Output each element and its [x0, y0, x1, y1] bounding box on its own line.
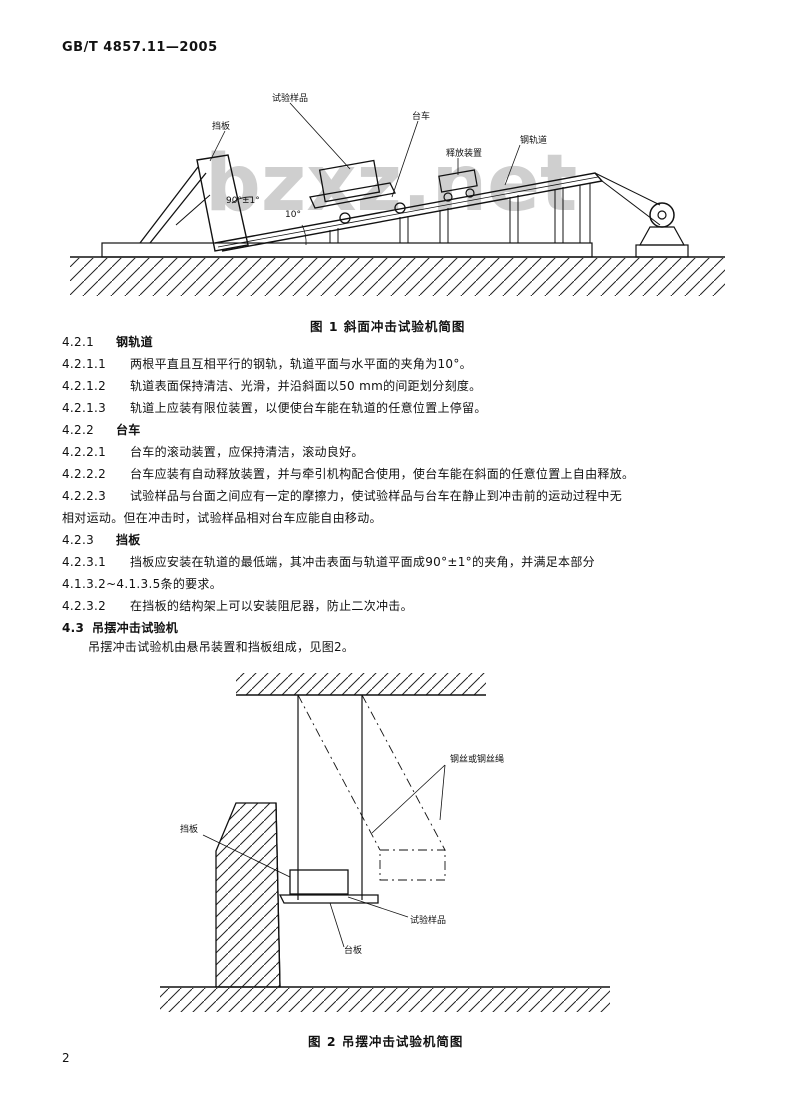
label-cords: 钢丝或钢丝绳: [450, 753, 504, 765]
figure1-incline-impact-diagram: bzxz.net 90°±1° 10° 试验: [70, 92, 725, 296]
clause-continuation: 4.1.3.2~4.1.3.5条的要求。: [62, 577, 223, 591]
angle-label-90: 90°±1°: [226, 196, 260, 206]
label-platform: 台板: [344, 944, 362, 956]
standard-number: GB/T 4857.11—2005: [62, 40, 218, 55]
paragraph: 吊摆冲击试验机由悬吊装置和挡板组成，见图2。: [88, 640, 355, 654]
figure2-caption: 图 2 吊摆冲击试验机简图: [308, 1034, 464, 1049]
clause-continuation: 相对运动。但在冲击时，试验样品相对台车应能自由移动。: [62, 511, 382, 525]
page-number: 2: [62, 1051, 70, 1065]
label-baffle: 挡板: [180, 823, 198, 835]
label-carriage: 台车: [412, 110, 430, 122]
label-specimen: 试验样品: [272, 92, 308, 104]
label-rail: 钢轨道: [520, 134, 547, 146]
label-baffle: 挡板: [212, 120, 230, 132]
angle-label-10: 10°: [285, 210, 301, 220]
label-specimen: 试验样品: [410, 914, 446, 926]
figure2-pendulum-impact-diagram: 钢丝或钢丝绳 挡板 试验样品 台板: [160, 673, 610, 1012]
figure1-caption: 图 1 斜面冲击试验机简图: [310, 319, 466, 334]
label-release: 释放装置: [446, 147, 482, 159]
